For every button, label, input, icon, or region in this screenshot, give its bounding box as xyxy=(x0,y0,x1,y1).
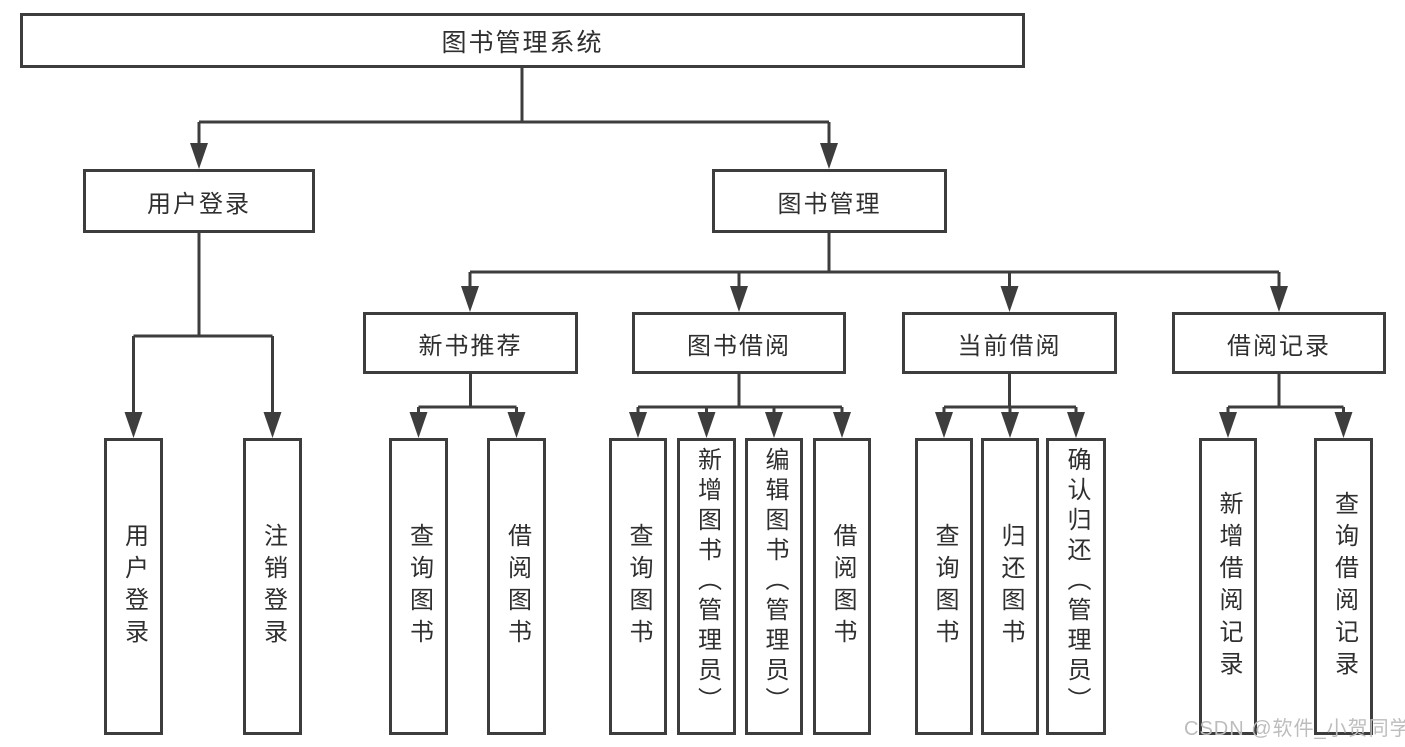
leaf-label: 查询图书 xyxy=(405,522,433,651)
node-label: 借阅记录 xyxy=(1227,332,1331,360)
leaf-borrow-books-1: 借阅图书 xyxy=(487,438,546,735)
leaf-label: 新增借阅记录 xyxy=(1215,490,1242,683)
node-label: 图书借阅 xyxy=(687,332,791,360)
leaf-label: 确认归还（管理员） xyxy=(1063,447,1090,717)
leaf-label: 注销登录 xyxy=(259,522,287,651)
leaf-label: 新增图书（管理员） xyxy=(693,447,721,717)
leaf-borrow-books-2: 借阅图书 xyxy=(813,438,871,735)
leaf-query-borrow-record: 查询借阅记录 xyxy=(1314,438,1373,735)
node-borrow-records: 借阅记录 xyxy=(1172,312,1386,374)
node-label: 当前借阅 xyxy=(957,332,1062,360)
leaf-label: 查询图书 xyxy=(625,522,652,651)
leaf-add-borrow-record: 新增借阅记录 xyxy=(1199,438,1257,735)
leaf-edit-book-admin: 编辑图书（管理员） xyxy=(745,438,803,735)
leaf-label: 归还图书 xyxy=(997,522,1024,651)
node-new-book-recommend: 新书推荐 xyxy=(363,312,578,374)
node-book-borrow: 图书借阅 xyxy=(632,312,846,374)
leaf-add-book-admin: 新增图书（管理员） xyxy=(677,438,736,735)
leaf-query-books-2: 查询图书 xyxy=(609,438,667,735)
leaf-label: 借阅图书 xyxy=(829,522,856,651)
node-label: 图书管理 xyxy=(777,190,882,218)
leaf-label: 查询图书 xyxy=(931,522,958,651)
leaf-query-books-3: 查询图书 xyxy=(915,438,973,735)
node-book-management: 图书管理 xyxy=(712,169,947,233)
node-current-borrow: 当前借阅 xyxy=(902,312,1117,374)
node-label: 用户登录 xyxy=(147,190,251,218)
node-user-login: 用户登录 xyxy=(83,169,315,233)
node-label: 图书管理系统 xyxy=(441,28,604,57)
leaf-label: 借阅图书 xyxy=(503,522,531,651)
leaf-label: 查询借阅记录 xyxy=(1330,490,1358,683)
leaf-user-login: 用户登录 xyxy=(104,438,163,735)
node-label: 新书推荐 xyxy=(418,332,523,360)
leaf-logout: 注销登录 xyxy=(243,438,302,735)
leaf-confirm-return-admin: 确认归还（管理员） xyxy=(1046,438,1106,735)
leaf-return-book: 归还图书 xyxy=(981,438,1039,735)
node-library-system: 图书管理系统 xyxy=(20,13,1025,68)
leaf-label: 编辑图书（管理员） xyxy=(761,447,788,717)
watermark: CSDN @软件_小贺同学 xyxy=(1184,718,1405,740)
leaf-query-books-1: 查询图书 xyxy=(389,438,448,735)
leaf-label: 用户登录 xyxy=(120,522,148,651)
